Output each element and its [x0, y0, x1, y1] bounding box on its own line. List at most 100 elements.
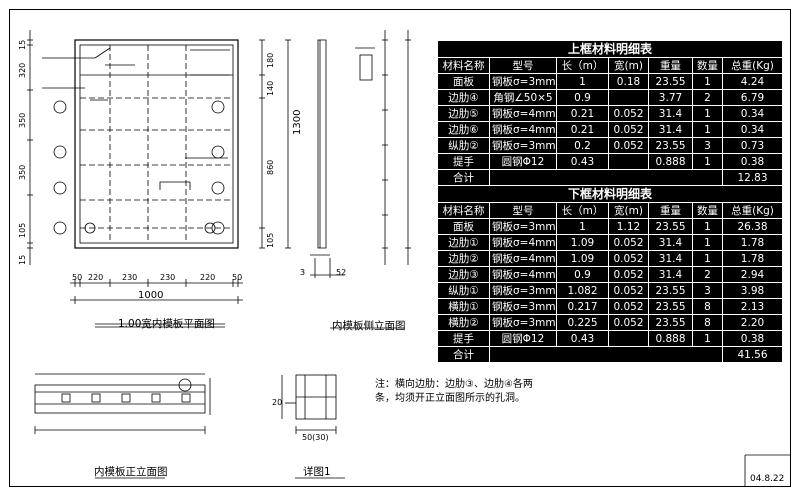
lower-total-value: 41.56	[722, 346, 783, 363]
upper-cell: 23.55	[648, 137, 693, 154]
upper-header-6: 总重(Kg)	[722, 57, 783, 74]
side-view	[310, 30, 411, 329]
lower-cell: 26.38	[722, 218, 783, 235]
dimension-label: 220	[88, 273, 104, 282]
lower-cell: 0.052	[608, 282, 649, 299]
lower-cell: 3	[692, 282, 723, 299]
upper-total-row: 合计 12.83	[437, 169, 783, 186]
dimension-label: 105	[18, 222, 27, 238]
upper-header-5: 数量	[692, 57, 723, 74]
upper-frame-table: 上框材料明细表 材料名称型号长（m）宽(m)重量数量总重(Kg) 面板钢板σ=3…	[437, 40, 783, 186]
lower-header-2: 长（m）	[556, 202, 609, 219]
side-dim-b: 52	[336, 268, 347, 277]
front-title: 内模板正立面图	[94, 466, 168, 478]
lower-total-spacer	[489, 346, 723, 363]
lower-cell: 提手	[437, 330, 490, 347]
lower-cell: 31.4	[648, 234, 693, 251]
lower-cell: 钢板σ=3mm	[489, 314, 557, 331]
lower-cell: 8	[692, 298, 723, 315]
lower-cell: 1.78	[722, 234, 783, 251]
lower-frame-table: 下框材料明细表 材料名称型号长（m）宽(m)重量数量总重(Kg) 面板钢板σ=3…	[437, 185, 783, 363]
upper-cell: 4.24	[722, 73, 783, 90]
upper-cell: 0.052	[608, 137, 649, 154]
upper-cell: 0.052	[608, 105, 649, 122]
upper-cell	[608, 89, 649, 106]
upper-cell: 1	[556, 73, 609, 90]
lower-cell: 0.052	[608, 298, 649, 315]
dimension-label: 50	[72, 273, 83, 282]
lower-cell: 钢板σ=3mm	[489, 298, 557, 315]
lower-cell: 31.4	[648, 250, 693, 267]
lower-cell: 横肋①	[437, 298, 490, 315]
lower-cell: 2.20	[722, 314, 783, 331]
upper-table-title: 上框材料明细表	[437, 40, 783, 57]
lower-cell: 面板	[437, 218, 490, 235]
plan-height-dim: 1300	[292, 109, 303, 135]
lower-cell: 23.55	[648, 218, 693, 235]
lower-cell: 钢板σ=3mm	[489, 218, 557, 235]
lower-cell: 0.052	[608, 266, 649, 283]
dimension-label: 350	[18, 112, 27, 128]
upper-cell: 纵肋②	[437, 137, 490, 154]
detail-view	[281, 374, 345, 479]
dimension-label: 220	[200, 273, 216, 282]
detail-title: 详图1	[303, 466, 331, 478]
upper-total-value: 12.83	[722, 169, 783, 186]
lower-cell: 1	[556, 218, 609, 235]
dimension-label: 350	[18, 164, 27, 180]
upper-cell: 0.2	[556, 137, 609, 154]
upper-cell: 0.43	[556, 153, 609, 170]
lower-cell	[608, 330, 649, 347]
lower-cell: 1	[692, 234, 723, 251]
lower-cell: 圆钢Φ12	[489, 330, 557, 347]
dimension-label: 15	[18, 39, 27, 50]
upper-total-label: 合计	[437, 169, 490, 186]
plan-width-dim: 1000	[138, 290, 164, 301]
lower-cell: 边肋③	[437, 266, 490, 283]
lower-cell: 23.55	[648, 282, 693, 299]
dimension-label: 50	[232, 273, 243, 282]
upper-cell: 0.34	[722, 105, 783, 122]
upper-cell: 钢板σ=3mm	[489, 137, 557, 154]
lower-cell: 2.13	[722, 298, 783, 315]
lower-cell: 3.98	[722, 282, 783, 299]
lower-cell: 0.888	[648, 330, 693, 347]
lower-header-row: 材料名称型号长（m）宽(m)重量数量总重(Kg)	[437, 202, 783, 219]
side-title: 内模板侧立面图	[332, 320, 406, 332]
lower-cell: 钢板σ=4mm	[489, 250, 557, 267]
upper-cell: 0.052	[608, 121, 649, 138]
lower-cell: 1	[692, 218, 723, 235]
upper-cell: 1	[692, 73, 723, 90]
lower-cell: 0.052	[608, 250, 649, 267]
dimension-label: 105	[266, 232, 275, 248]
lower-cell: 0.052	[608, 234, 649, 251]
upper-cell: 0.21	[556, 105, 609, 122]
dimension-label: 230	[160, 273, 176, 282]
lower-cell: 0.217	[556, 298, 609, 315]
lower-header-0: 材料名称	[437, 202, 490, 219]
lower-cell: 0.43	[556, 330, 609, 347]
drawing-frame	[9, 9, 791, 487]
lower-cell: 边肋①	[437, 234, 490, 251]
plan-view	[27, 30, 291, 328]
upper-cell: 钢板σ=4mm	[489, 121, 557, 138]
upper-cell: 1	[692, 153, 723, 170]
upper-cell	[608, 153, 649, 170]
front-view	[34, 373, 211, 479]
upper-cell: 钢板σ=3mm	[489, 73, 557, 90]
upper-header-4: 重量	[648, 57, 693, 74]
upper-cell: 31.4	[648, 121, 693, 138]
lower-cell: 1.09	[556, 234, 609, 251]
lower-cell: 纵肋①	[437, 282, 490, 299]
lower-cell: 1.09	[556, 250, 609, 267]
lower-cell: 23.55	[648, 298, 693, 315]
lower-cell: 0.38	[722, 330, 783, 347]
upper-header-1: 型号	[489, 57, 557, 74]
upper-total-spacer	[489, 169, 723, 186]
